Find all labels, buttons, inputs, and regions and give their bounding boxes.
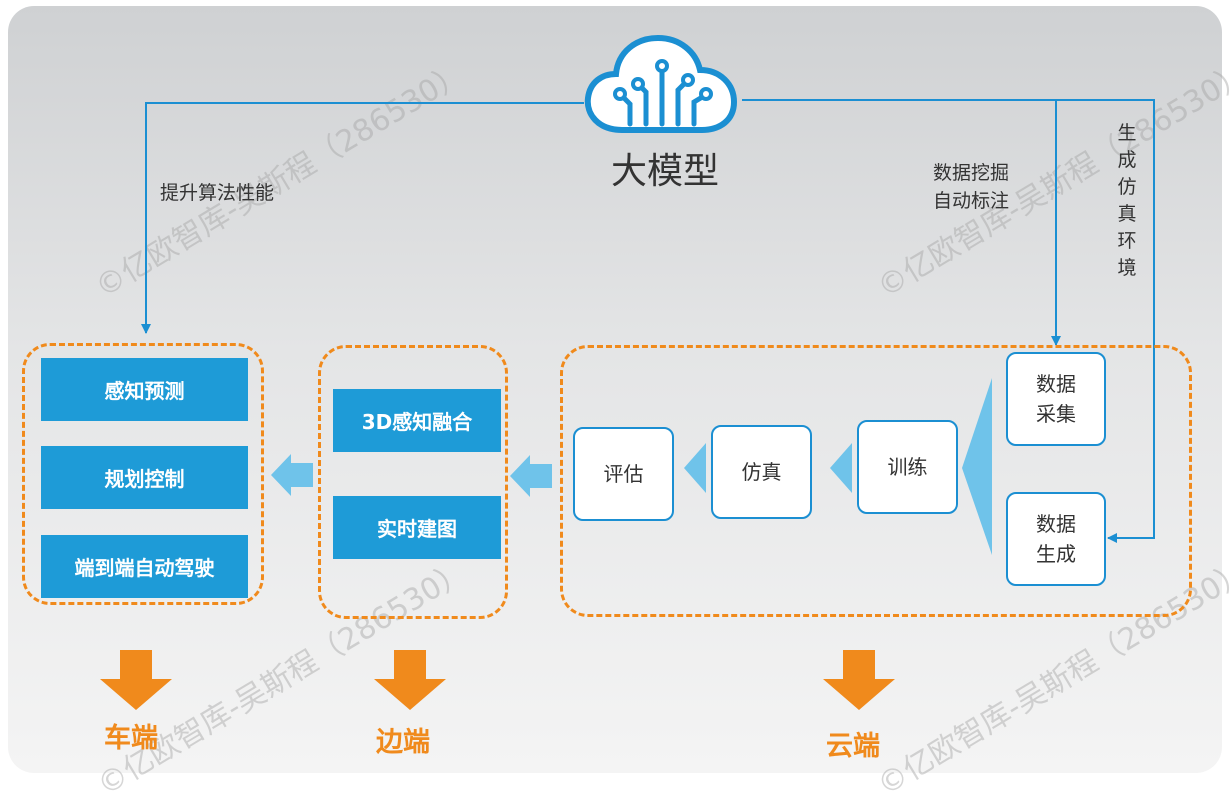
page-title: 大模型 (610, 151, 719, 192)
vehicle-item-e2e: 端到端自动驾驶 (41, 535, 248, 598)
mining-label-line2: 自动标注 (933, 190, 1010, 212)
sim-env-char: 仿 (1117, 176, 1137, 198)
connector-lines (100, 99, 1155, 710)
mining-arrow (742, 99, 1061, 346)
collect-line1: 数据 (1036, 372, 1076, 396)
vehicle-item-perception: 感知预测 (41, 358, 248, 421)
edge-down-arrow (374, 650, 446, 710)
generate-line2: 生成 (1036, 542, 1076, 566)
sim-env-char: 环 (1117, 230, 1137, 252)
cloud-item-collect: 数据 采集 (1006, 352, 1106, 446)
edge-item-fusion: 3D感知融合 (333, 389, 501, 452)
cloud-tier-label: 云端 (826, 731, 880, 762)
collect-line2: 采集 (1036, 402, 1076, 426)
cloud-item-train: 训练 (857, 420, 958, 514)
generate-line1: 数据 (1036, 512, 1076, 536)
edge-to-vehicle-arrow (271, 454, 313, 496)
cloud-group (560, 345, 1192, 617)
data-funnel (962, 378, 992, 555)
improve-arrow (141, 102, 584, 334)
diagram-canvas: ©亿欧智库-吴斯程（286530） ©亿欧智库-吴斯程（286530） ©亿欧智… (8, 6, 1230, 803)
vehicle-group (22, 343, 264, 605)
mining-label-line1: 数据挖掘 (933, 162, 1010, 184)
vehicle-item-planning: 规划控制 (41, 446, 248, 509)
cloud-to-edge-arrow (510, 455, 552, 497)
sim-env-char: 成 (1117, 149, 1137, 171)
sim-env-char: 境 (1117, 257, 1137, 279)
cloud-item-sim: 仿真 (711, 425, 812, 519)
vehicle-tier-label: 车端 (104, 723, 158, 754)
cloud-down-arrow (823, 650, 895, 710)
sim-env-label: 生 成 仿 真 环 境 (1114, 120, 1140, 282)
pipeline-arrow-2 (684, 443, 706, 493)
cloud-item-generate: 数据 生成 (1006, 492, 1106, 586)
pipeline-arrow-1 (830, 443, 852, 493)
edge-group (318, 345, 508, 619)
cloud-item-eval: 评估 (573, 427, 674, 521)
cloud-circuit-icon (584, 34, 738, 133)
generate-arrow (1056, 99, 1155, 543)
sim-env-char: 生 (1117, 122, 1137, 144)
edge-tier-label: 边端 (376, 727, 430, 758)
sim-env-char: 真 (1117, 203, 1137, 225)
edge-item-mapping: 实时建图 (333, 496, 501, 559)
vehicle-down-arrow (100, 650, 172, 710)
improve-label: 提升算法性能 (160, 182, 275, 204)
